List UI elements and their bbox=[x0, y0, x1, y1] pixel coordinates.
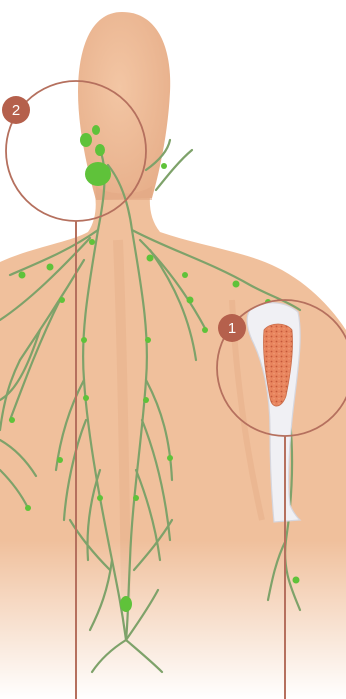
lymph-node bbox=[95, 144, 105, 156]
cervical-node-cluster bbox=[85, 162, 111, 186]
fade-bottom bbox=[0, 540, 346, 699]
callout-number: 2 bbox=[12, 102, 20, 119]
lymph-node bbox=[92, 125, 100, 135]
callout-number: 1 bbox=[228, 320, 236, 337]
lymph-node bbox=[80, 133, 92, 147]
